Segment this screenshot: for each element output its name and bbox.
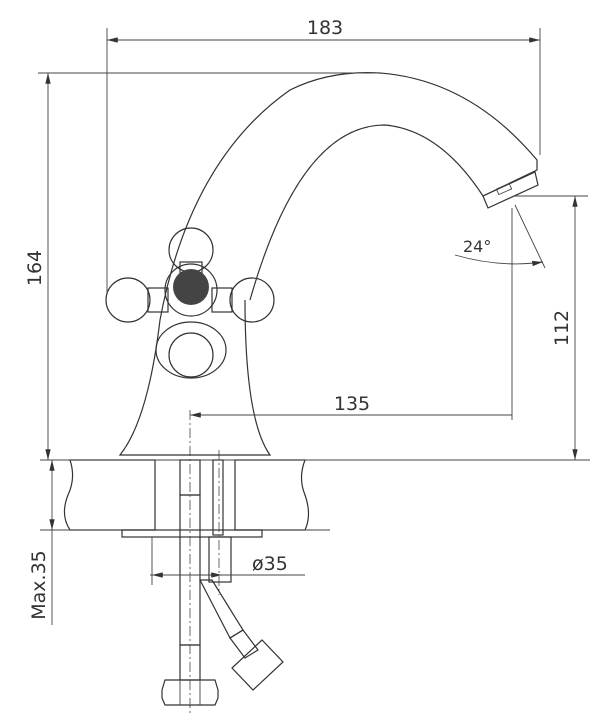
faucet-body — [118, 72, 539, 456]
label-112: 112 — [551, 310, 573, 346]
label-diameter-35: ø35 — [252, 553, 288, 575]
supply-hoses — [161, 410, 284, 715]
countertop-section — [40, 459, 330, 538]
label-183: 183 — [307, 17, 343, 39]
dimension-labels: 183 164 112 24° 135 ø35 Max.35 — [24, 17, 573, 620]
label-max-35: Max.35 — [28, 550, 50, 620]
hub-cap-icon — [173, 269, 209, 305]
label-24-deg: 24° — [463, 237, 491, 256]
label-135: 135 — [334, 393, 370, 415]
dimension-lines — [38, 28, 590, 625]
cross-handles — [105, 227, 275, 379]
label-164: 164 — [24, 250, 46, 286]
